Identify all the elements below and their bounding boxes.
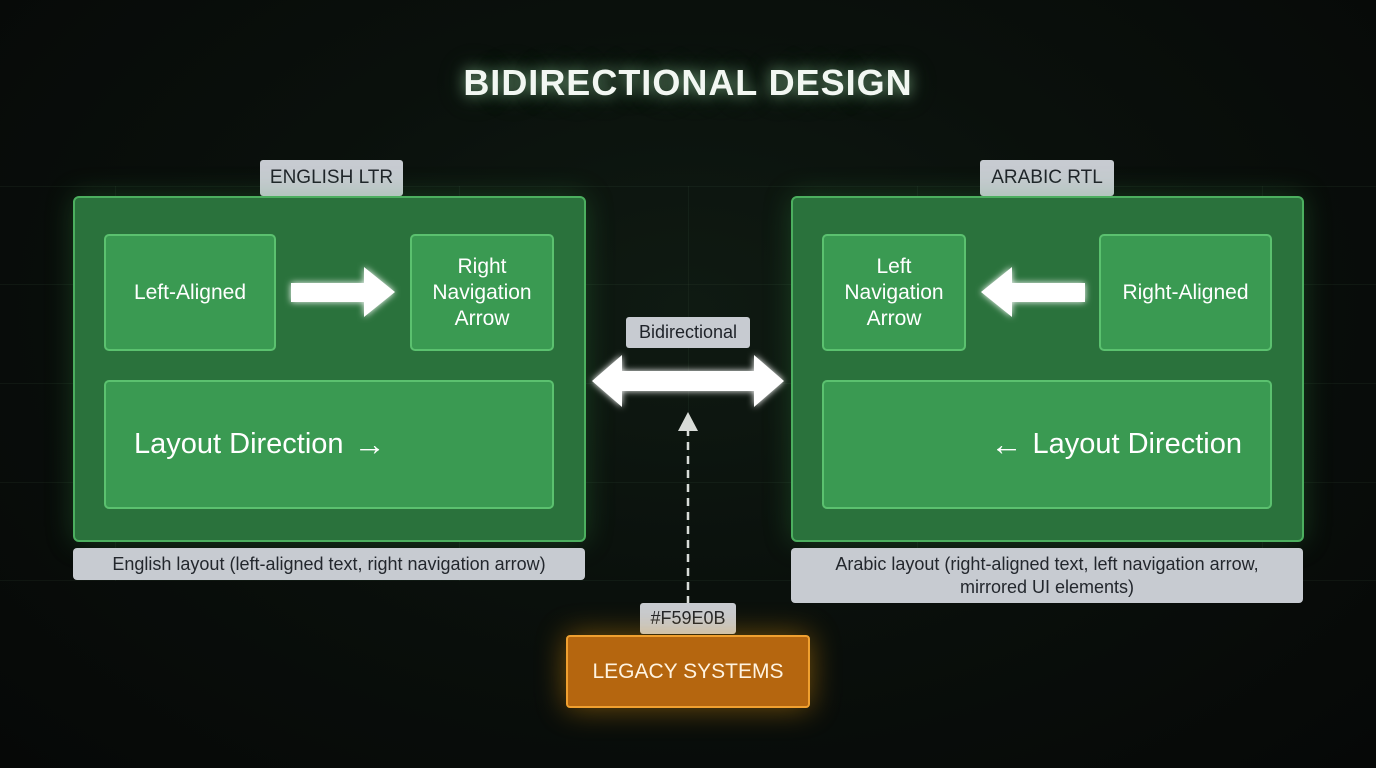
rtl-left-arrow-icon — [981, 267, 1085, 317]
rtl-layout-direction-box: ← Layout Direction — [822, 380, 1272, 509]
rtl-caption-line: mirrored UI elements) — [959, 576, 1135, 597]
ltr-right-arrow-icon — [291, 267, 395, 317]
ltr-caption: English layout (left-aligned text, right… — [73, 548, 585, 580]
ltr-layout-direction-label: Layout Direction — [134, 428, 344, 460]
dashed-arrow-head-icon — [678, 412, 698, 431]
ltr-right-box-line: Right — [457, 254, 507, 278]
rtl-tag: ARABIC RTL — [980, 160, 1114, 196]
legacy-systems-box: LEGACY SYSTEMS — [566, 635, 810, 708]
grid-line — [0, 186, 1376, 187]
legacy-color-tag: #F59E0B — [640, 603, 736, 634]
ltr-right-box-line: Arrow — [454, 306, 510, 330]
rtl-layout-direction-label: Layout Direction — [1032, 428, 1242, 460]
arrow-left-icon: ← — [990, 426, 1023, 462]
ltr-right-box-line: Navigation — [432, 280, 532, 304]
rtl-caption-line: Arabic layout (right-aligned text, left … — [835, 553, 1259, 574]
grid-line — [0, 284, 1376, 285]
rtl-left-navigation-arrow-box: Left Navigation Arrow — [822, 234, 966, 351]
bidirectional-label: Bidirectional — [626, 317, 750, 348]
rtl-left-box-line: Navigation — [844, 280, 944, 304]
rtl-right-aligned-box: Right-Aligned — [1099, 234, 1272, 351]
arrow-right-icon: → — [353, 426, 386, 462]
rtl-caption: Arabic layout (right-aligned text, left … — [791, 548, 1303, 603]
diagram-title: BIDIRECTIONAL DESIGN — [463, 62, 913, 103]
rtl-left-box-line: Arrow — [866, 306, 922, 330]
ltr-layout-direction-box: Layout Direction → — [104, 380, 554, 509]
ltr-left-aligned-box: Left-Aligned — [104, 234, 276, 351]
ltr-right-navigation-arrow-box: Right Navigation Arrow — [410, 234, 554, 351]
bidirectional-double-arrow-icon — [592, 355, 784, 407]
grid-line — [0, 482, 1376, 483]
grid-line — [0, 580, 1376, 581]
rtl-left-box-line: Left — [876, 254, 912, 278]
ltr-tag: ENGLISH LTR — [260, 160, 403, 196]
